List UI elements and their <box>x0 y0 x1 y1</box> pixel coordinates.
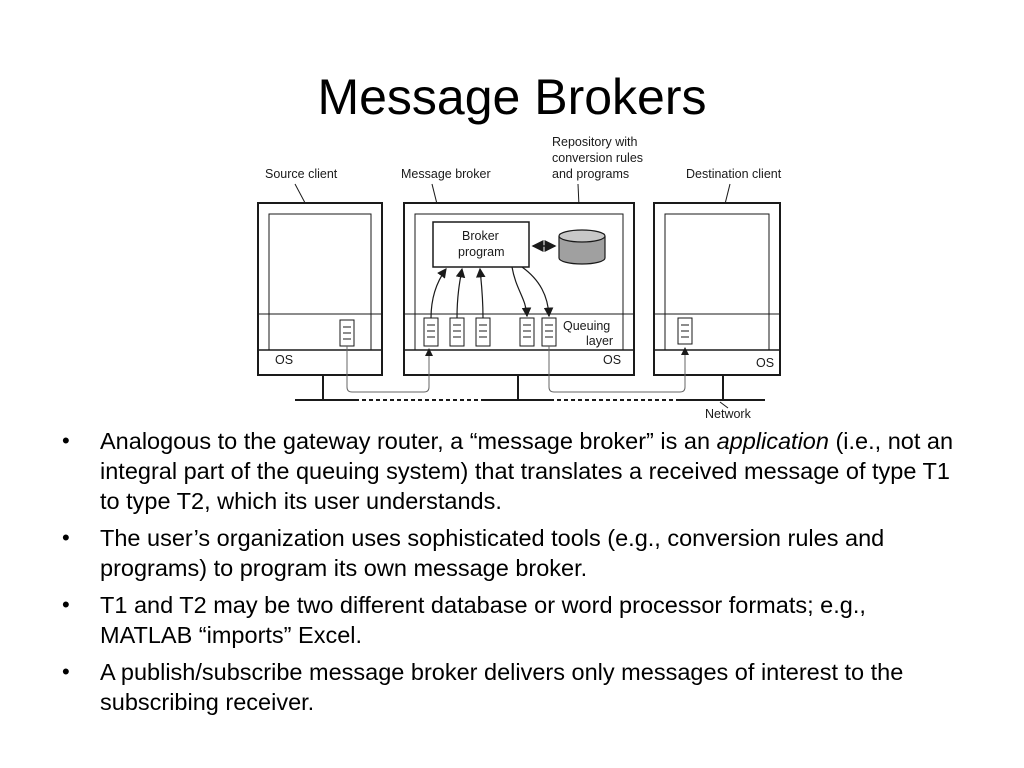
bullet-item: • T1 and T2 may be two different databas… <box>58 590 958 650</box>
bullet-item: • Analogous to the gateway router, a “me… <box>58 426 958 516</box>
bullet-4-text: A publish/subscribe message broker deliv… <box>100 659 904 715</box>
arrow-queue-in-1-to-broker <box>430 268 447 319</box>
arrow-queue-in-2-to-broker <box>455 267 466 319</box>
source-client-label: Source client <box>265 167 338 181</box>
bullet-1-emphasis: application <box>716 428 829 454</box>
queuing-layer-label-1: Queuing <box>563 319 610 333</box>
arrow-broker-to-queue-out-2 <box>521 266 554 318</box>
os-middle-label: OS <box>603 353 621 367</box>
path-source-to-broker <box>346 346 433 393</box>
bullet-list: • Analogous to the gateway router, a “me… <box>58 426 958 724</box>
repository-label-2: conversion rules <box>552 151 643 165</box>
bullet-3-text: T1 and T2 may be two different database … <box>100 592 866 648</box>
bullet-item: • A publish/subscribe message broker del… <box>58 657 958 717</box>
source-client-machine: OS <box>257 202 383 400</box>
queue-in-2 <box>449 317 465 347</box>
bullet-1-text-pre: Analogous to the gateway router, a “mess… <box>100 428 711 454</box>
os-left-label: OS <box>275 353 293 367</box>
arrow-queue-in-3-to-broker <box>475 267 486 319</box>
bullet-2-text: The user’s organization uses sophisticat… <box>100 525 885 581</box>
repository-label-3: and programs <box>552 167 629 181</box>
path-broker-to-destination <box>548 346 689 393</box>
queue-in-3 <box>475 317 491 347</box>
broker-program-label-2: program <box>458 245 505 259</box>
source-queue <box>339 319 355 347</box>
os-right-label: OS <box>756 356 774 370</box>
destination-queue <box>677 317 693 345</box>
bullet-1-text-post: (i.e., not an integral part of the queui… <box>100 428 954 514</box>
network-label: Network <box>705 407 752 421</box>
broker-program-label-1: Broker <box>462 229 499 243</box>
arrow-broker-to-queue-out-1 <box>511 266 532 318</box>
bullet-marker: • <box>62 659 70 684</box>
repository-label-1: Repository with <box>552 135 637 149</box>
queue-out-1 <box>519 317 535 347</box>
queue-in-1 <box>423 317 439 347</box>
destination-client-machine: OS <box>653 202 781 400</box>
message-broker-label: Message broker <box>401 167 491 181</box>
network-leader <box>719 401 729 409</box>
bullet-marker: • <box>62 428 70 453</box>
destination-client-label: Destination client <box>686 167 782 181</box>
broker-queues <box>423 317 557 347</box>
repository-database <box>558 229 606 265</box>
queue-out-2 <box>541 317 557 347</box>
message-broker-diagram: Source client Message broker Repository … <box>257 135 782 421</box>
bullet-marker: • <box>62 592 70 617</box>
bullet-item: • The user’s organization uses sophistic… <box>58 523 958 583</box>
slide-title: Message Brokers <box>317 69 707 125</box>
broker-program: Broker program <box>432 221 530 268</box>
bullet-marker: • <box>62 525 70 550</box>
queuing-layer-label-2: layer <box>586 334 613 348</box>
